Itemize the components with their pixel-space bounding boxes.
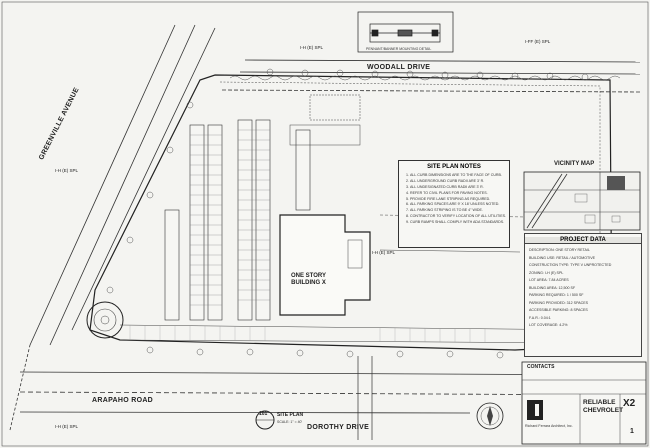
project-name: RELIABLE CHEVROLET [583,399,623,415]
project-data-rows: DESCRIPTION: ONE STORY RETAIL BUILDING U… [525,244,641,330]
project-data-row: PARKING REQUIRED: 1 / 500 SF [529,293,584,297]
woodall-drive-label: WOODALL DRIVE [367,64,431,71]
building-footprint [279,214,371,316]
greenville-avenue-road [9,24,216,431]
building-label-line2: BUILDING X [291,280,326,286]
parking-stall-lines [190,129,270,306]
note-item: ALL UNDESIGNATED CURB RADII ARE 3' R. [410,185,509,190]
landscape-hedge [229,75,621,81]
firm-name: Richard Ferrara Architect, Inc. [525,424,573,428]
dorothy-drive-label: DOROTHY DRIVE [307,424,370,431]
project-data-row: CONSTRUCTION TYPE: TYPE V UNPROTECTED [529,263,612,267]
project-data-row: F.A.R.: 0.04:1 [529,315,551,320]
project-data-row: PARKING PROVIDED: 312 SPACES [529,300,588,305]
sheet-label-title: SITE PLAN [277,412,304,418]
project-data-row: BUILDING AREA: 12,500 SF [529,285,576,290]
note-item: CURB RAMPS SHALL COMPLY WITH ADA STANDAR… [410,220,509,225]
zoning-label-center: I-H (E) SPL [372,250,396,255]
project-data-title: PROJECT DATA [525,237,641,244]
project-name-line2: CHEVROLET [583,407,624,414]
project-data-row: BUILDING USE: RETAIL / AUTOMOTIVE [529,255,596,260]
landscape-trees [106,68,589,359]
project-data-row: DESCRIPTION: ONE STORY RETAIL [529,248,590,252]
north-arrow [476,402,504,430]
zoning-label-bottom: I-H (E) SPL [55,424,79,429]
note-item: ALL PARKING STRIPING IS TO BE 4" WIDE. [410,208,509,213]
sheet-code: X2 [623,398,636,409]
detail-caption: PENNANT/BANNER MOUNTING DETAIL [366,47,432,51]
project-data-row: ACCESSIBLE PARKING: 8 SPACES [529,308,588,312]
note-item: REFER TO CIVIL PLANS FOR PAVING NOTES. [410,191,509,196]
project-name-line1: RELIABLE [583,399,616,406]
vicinity-map-title: VICINITY MAP [554,161,595,167]
project-data-box: PROJECT DATA DESCRIPTION: ONE STORY RETA… [524,233,642,357]
site-plan-notes-list: ALL CURB DIMENSIONS ARE TO THE FACE OF C… [399,173,509,225]
pennant-detail [357,11,454,53]
project-data-row: ZONING: I-H (E) SPL [529,270,564,275]
vicinity-map-drawing [523,171,641,231]
zoning-label-left: I-H (E) SPL [55,168,79,173]
note-item: ALL PARKING SPACES ARE 9' X 18' UNLESS N… [410,202,509,207]
contacts-title: CONTACTS [527,364,555,370]
site-plan-notes-box: SITE PLAN NOTES ALL CURB DIMENSIONS ARE … [398,160,510,248]
building-label-line1: ONE STORY [291,273,327,279]
project-data-row: LOT COVERAGE: 4.2% [529,323,568,327]
woodall-drive-road [221,59,641,93]
building-label: ONE STORY BUILDING X [291,273,326,287]
zoning-label-right: I-FF (E) SPL [525,39,551,44]
note-item: ALL UNDERGROUND CURB RADII ARE 3' R. [410,179,509,184]
corner-plaza [86,301,124,339]
sheet-label-number: 101 [259,411,268,417]
note-item: CONTRACTOR TO VERIFY LOCATION OF ALL UTI… [410,214,509,219]
sheet-number: 1 [630,428,634,435]
arapaho-road-label: ARAPAHO ROAD [92,397,154,404]
zoning-label-top: I-H (E) SPL [300,45,324,50]
project-data-row: LOT AREA: 7.84 ACRES [529,278,569,282]
site-plan-notes-title: SITE PLAN NOTES [427,164,481,170]
note-item: ALL CURB DIMENSIONS ARE TO THE FACE OF C… [410,173,509,178]
sheet-label-scale: SCALE: 1" = 40' [277,420,303,424]
note-item: PROVIDE FIRE LANE STRIPING AS REQUIRED. [410,197,509,202]
